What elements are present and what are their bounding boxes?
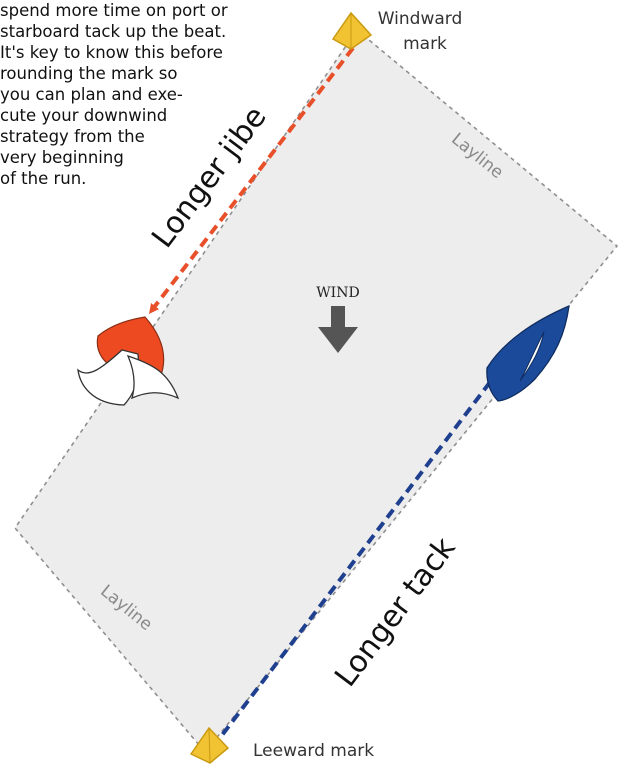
intro-line: starboard tack up the beat.	[0, 22, 226, 41]
leeward-mark-label: Leeward mark	[253, 741, 374, 761]
intro-line: of the run.	[0, 169, 86, 188]
blue-boat-icon	[486, 304, 570, 402]
intro-line: rounding the mark so	[0, 64, 177, 83]
windward-mark-label: Windward mark	[378, 9, 463, 54]
wind-down-arrow-icon	[318, 306, 358, 353]
windward-mark-icon	[331, 11, 373, 50]
intro-paragraph: spend more time on port or starboard tac…	[0, 1, 228, 188]
longer-jibe-arrow	[148, 46, 355, 314]
orange-boat-icon	[77, 316, 180, 406]
intro-line: you can plan and exe-	[0, 85, 183, 104]
wind-indicator: WIND	[316, 285, 360, 353]
windward-mark-label-line1: Windward	[378, 9, 463, 29]
intro-line: very beginning	[0, 148, 124, 167]
intro-line: spend more time on port or	[0, 1, 228, 20]
longer-tack-arrow	[211, 369, 501, 749]
intro-line: cute your downwind	[0, 106, 167, 125]
intro-line: strategy from the	[0, 127, 145, 146]
wind-label: WIND	[316, 285, 359, 301]
windward-mark-label-line2: mark	[403, 34, 447, 54]
intro-line: It's key to know this before	[0, 43, 223, 62]
leeward-mark-icon	[189, 726, 230, 764]
course-area	[13, 28, 619, 754]
